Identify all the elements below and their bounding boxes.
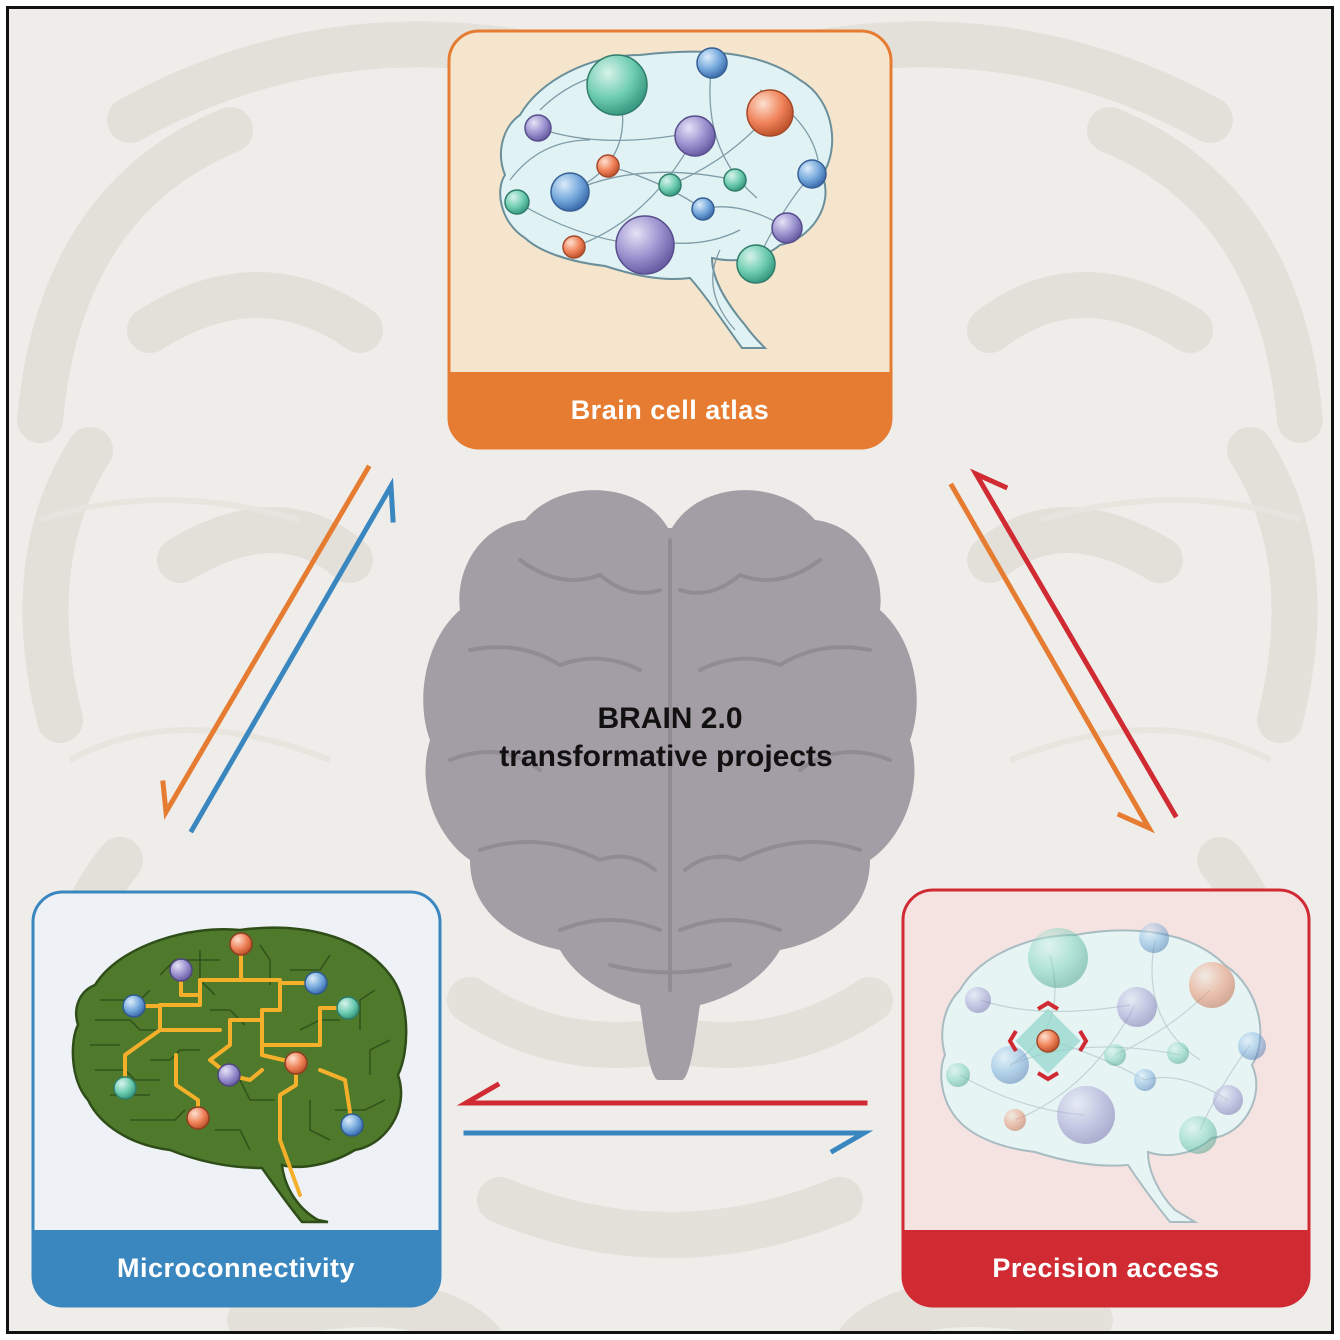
panel-brain-cell-atlas: Brain cell atlas <box>447 29 893 450</box>
panel-precision-label: Precision access <box>992 1253 1219 1283</box>
arrow-atlas-to-precision <box>948 482 1156 834</box>
arrow-micro-to-atlas <box>188 477 396 834</box>
center-subtitle: transformative projects <box>499 740 832 773</box>
brain-cell-network-icon <box>499 47 834 349</box>
panel-atlas-label-bar <box>449 372 891 448</box>
center-title: BRAIN 2.0 <box>597 702 742 735</box>
diagram-canvas: BRAIN 2.0 transformative projects Brain … <box>17 21 1323 1331</box>
arrow-atlas-to-micro <box>160 464 372 820</box>
arrow-micro-to-precision <box>463 1130 874 1155</box>
arrows <box>160 464 1179 1155</box>
brain-silhouette-icon <box>423 490 917 1081</box>
panel-microconnectivity: Microconnectivity <box>31 890 442 1308</box>
diagram-frame: BRAIN 2.0 transformative projects Brain … <box>6 6 1334 1334</box>
brain-circuit-board-icon <box>71 926 408 1224</box>
panel-micro-label-bar <box>33 1230 440 1306</box>
target-cell <box>1036 1029 1060 1053</box>
brain-target-cell-icon <box>940 923 1266 1223</box>
target-reticle-icon <box>1007 1000 1089 1082</box>
panel-micro-label: Microconnectivity <box>117 1253 355 1283</box>
panel-precision-access: Precision access <box>901 888 1311 1308</box>
arrow-precision-to-atlas <box>969 468 1179 819</box>
panel-atlas-label: Brain cell atlas <box>571 395 770 425</box>
arrow-precision-to-micro <box>456 1081 868 1106</box>
panel-precision-label-bar <box>903 1230 1309 1306</box>
